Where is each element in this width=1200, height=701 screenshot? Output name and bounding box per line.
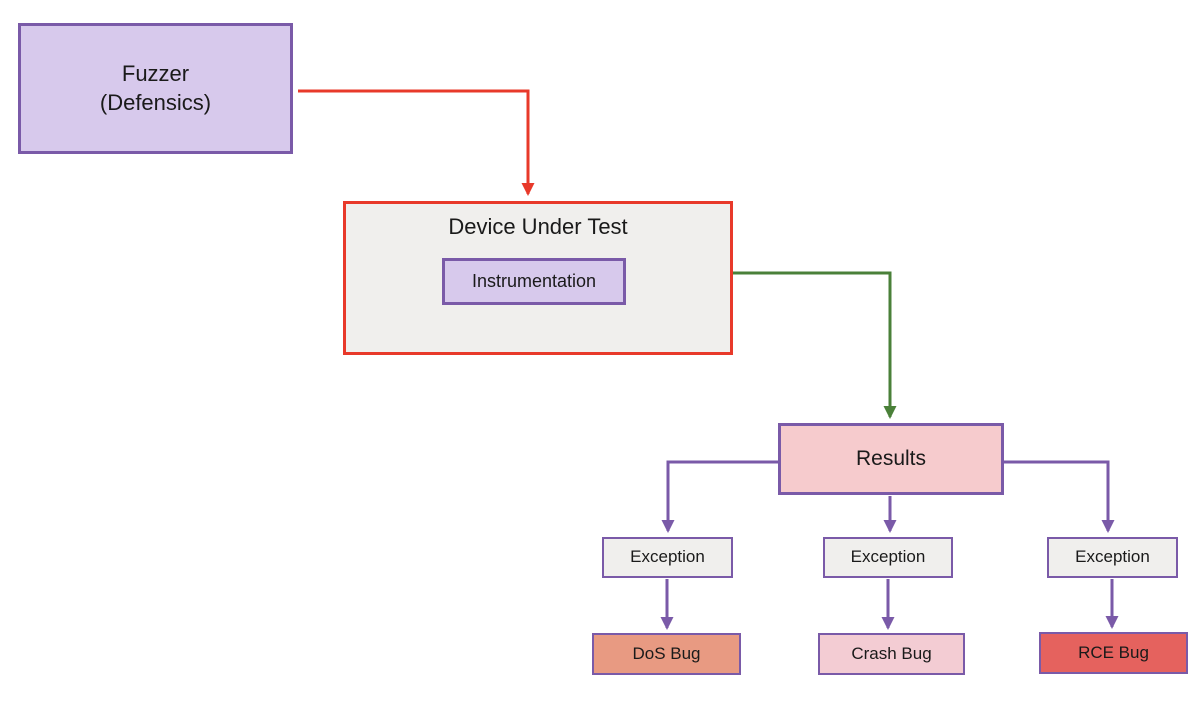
rce-bug-node: RCE Bug [1039,632,1188,674]
fuzzer-label-line1: Fuzzer [121,60,190,86]
rce-bug-label: RCE Bug [1078,642,1149,662]
exception-node-right: Exception [1047,537,1178,578]
fuzzer-node: Fuzzer (Defensics) [18,23,293,154]
crash-bug-label: Crash Bug [851,643,932,663]
exception-label: Exception [1075,547,1150,567]
results-node: Results [778,423,1004,495]
fuzzer-to-dut-arrow [298,89,535,196]
results-to-exception-right-arrow [1004,460,1115,533]
exception-node-left: Exception [602,537,733,578]
device-under-test-container: Device Under Test [343,201,733,355]
instrumentation-node: Instrumentation [442,258,626,305]
instrumentation-label: Instrumentation [471,270,597,291]
fuzzer-label-line2: (Defensics) [99,89,212,115]
exception-label: Exception [630,547,705,567]
device-under-test-title: Device Under Test [448,214,628,239]
dos-bug-label: DoS Bug [632,643,701,663]
results-to-exception-left-arrow [661,460,778,533]
exception-label: Exception [850,547,926,567]
results-label: Results [855,447,927,471]
exception-node-middle: Exception [823,537,953,578]
dos-bug-node: DoS Bug [592,633,741,675]
crash-bug-node: Crash Bug [818,633,965,675]
